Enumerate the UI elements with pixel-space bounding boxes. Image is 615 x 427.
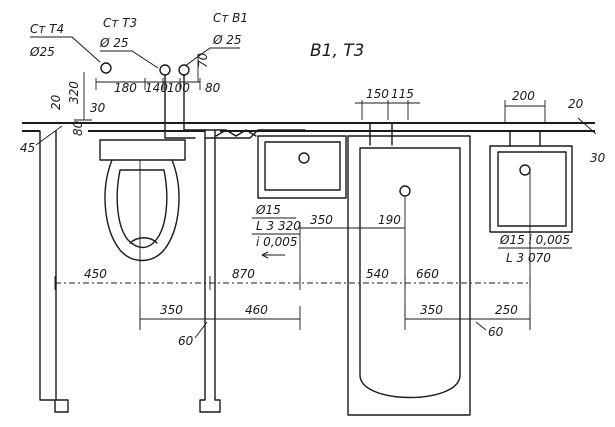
riser-b1-label: Ст В1 bbox=[213, 11, 248, 25]
bathtub-outer bbox=[347, 135, 471, 416]
dim-320: 320 bbox=[67, 81, 81, 104]
dim-45: 45 bbox=[20, 141, 35, 155]
toilet-bowl-inner bbox=[116, 169, 168, 249]
riser-b1-leader bbox=[184, 47, 240, 67]
dim-350-top: 350 bbox=[310, 213, 333, 227]
sink-note-slope: i 0,005 bbox=[256, 235, 298, 249]
bathtub-supply bbox=[369, 122, 393, 146]
washbasin-drain bbox=[519, 164, 531, 176]
riser-t4-dia: Ø25 bbox=[29, 45, 55, 59]
washbasin-supply bbox=[509, 130, 541, 147]
dim-60-right: 60 bbox=[488, 325, 504, 339]
dim-150: 150 bbox=[366, 87, 389, 101]
bathtub-inner bbox=[359, 147, 461, 399]
left-partition bbox=[39, 130, 69, 413]
dim-30-right: 30 bbox=[590, 151, 606, 165]
sink-slope-arrowhead bbox=[261, 251, 269, 259]
dim-200: 200 bbox=[512, 89, 535, 103]
dim-80-left: 80 bbox=[71, 120, 85, 136]
dim-320-line bbox=[74, 72, 92, 121]
riser-t3-circle bbox=[159, 64, 171, 76]
toilet-bowl-outer bbox=[104, 159, 180, 262]
dim-450: 450 bbox=[84, 267, 107, 281]
dim-60-left-leader bbox=[194, 321, 208, 339]
sink-drain bbox=[298, 152, 310, 164]
riser-dim-chain bbox=[95, 78, 201, 90]
dim-180: 180 bbox=[114, 81, 137, 95]
dim-60-left: 60 bbox=[178, 334, 194, 348]
riser-t4-leader bbox=[30, 36, 101, 63]
riser-t3-label: Ст Т3 bbox=[103, 16, 137, 30]
dim-350-right: 350 bbox=[420, 303, 443, 317]
riser-b1-circle bbox=[178, 64, 190, 76]
washbasin-inner bbox=[497, 151, 567, 227]
dim-chain-basin bbox=[504, 100, 546, 122]
riser-b1-dia: Ø 25 bbox=[212, 33, 242, 47]
riser-t3-leader bbox=[100, 50, 159, 69]
dim-350-left: 350 bbox=[160, 303, 183, 317]
dim-870: 870 bbox=[232, 267, 255, 281]
washbasin-outer bbox=[489, 145, 573, 233]
sink-note-dia: Ø15 bbox=[255, 203, 281, 217]
dim-540: 540 bbox=[366, 267, 389, 281]
basin-note-len: L 3 070 bbox=[506, 251, 551, 265]
sink-inner bbox=[264, 141, 341, 191]
dim-chain-long-ticks bbox=[54, 276, 531, 290]
dim-20-right: 20 bbox=[568, 97, 584, 111]
toilet-tank bbox=[99, 139, 186, 161]
riser-t4-circle bbox=[100, 62, 112, 74]
sink-note-underline bbox=[252, 217, 300, 235]
sink-note-len: L 3 320 bbox=[256, 219, 301, 233]
dim-80-top: 80 bbox=[205, 81, 221, 95]
dim-chain-lower bbox=[139, 306, 531, 330]
dim-100: 100 bbox=[167, 81, 190, 95]
toilet-bowl-rim bbox=[129, 237, 158, 244]
bathtub-drain bbox=[399, 185, 411, 197]
dim-chain-tub bbox=[355, 100, 420, 120]
dim-190: 190 bbox=[378, 213, 401, 227]
riser-t4-label: Ст Т4 bbox=[30, 22, 64, 36]
dim-460: 460 bbox=[245, 303, 268, 317]
dim-30-left: 30 bbox=[90, 101, 106, 115]
dim-140: 140 bbox=[145, 81, 168, 95]
dim-chain-350-190 bbox=[299, 196, 406, 318]
sink-supply-branch bbox=[204, 129, 306, 139]
basin-note-dia: Ø15 i 0,005 bbox=[499, 233, 570, 247]
dim-70: 70 bbox=[196, 52, 210, 68]
valve-symbol bbox=[215, 129, 257, 137]
dim-660: 660 bbox=[416, 267, 439, 281]
dim-250: 250 bbox=[495, 303, 518, 317]
riser-t3-dia: Ø 25 bbox=[99, 36, 129, 50]
supply-pipe bbox=[164, 74, 226, 139]
dim-115: 115 bbox=[391, 87, 414, 101]
dim-30-leader bbox=[577, 117, 597, 135]
dim-20-left: 20 bbox=[49, 94, 63, 110]
dim-60-right-leader bbox=[475, 321, 487, 331]
sink-outer bbox=[257, 135, 347, 199]
drawing-title: В1, Т3 bbox=[310, 41, 365, 61]
middle-partition bbox=[199, 130, 221, 413]
